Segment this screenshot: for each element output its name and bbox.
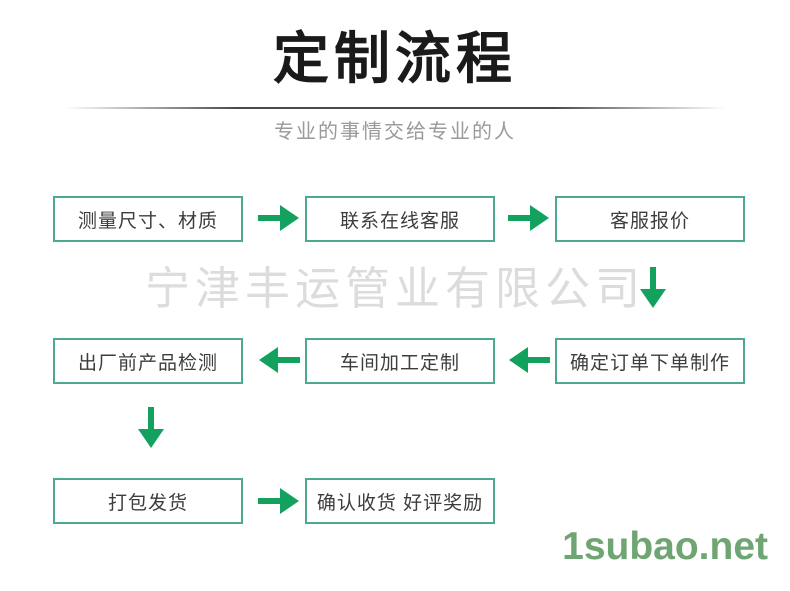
arrow-right-icon bbox=[258, 487, 300, 515]
title-divider bbox=[65, 107, 725, 109]
arrow-right-icon bbox=[258, 204, 300, 232]
page-title: 定制流程 bbox=[273, 27, 517, 90]
arrow-down-icon bbox=[138, 407, 164, 449]
page-subtitle: 专业的事情交给专业的人 bbox=[274, 121, 516, 143]
step-packing-shipping: 打包发货 bbox=[53, 478, 243, 524]
step-workshop-customization: 车间加工定制 bbox=[305, 338, 495, 384]
site-watermark: 1subao.net bbox=[562, 525, 768, 568]
arrow-left-icon bbox=[258, 346, 300, 374]
step-confirm-receipt-review: 确认收货 好评奖励 bbox=[305, 478, 495, 524]
step-confirm-order: 确定订单下单制作 bbox=[555, 338, 745, 384]
step-measure-size: 测量尺寸、材质 bbox=[53, 196, 243, 242]
step-factory-inspection: 出厂前产品检测 bbox=[53, 338, 243, 384]
arrow-down-icon bbox=[640, 267, 666, 309]
arrow-left-icon bbox=[508, 346, 550, 374]
step-contact-service: 联系在线客服 bbox=[305, 196, 495, 242]
company-watermark: 宁津丰运管业有限公司 bbox=[144, 263, 645, 314]
arrow-right-icon bbox=[508, 204, 550, 232]
step-service-quote: 客服报价 bbox=[555, 196, 745, 242]
